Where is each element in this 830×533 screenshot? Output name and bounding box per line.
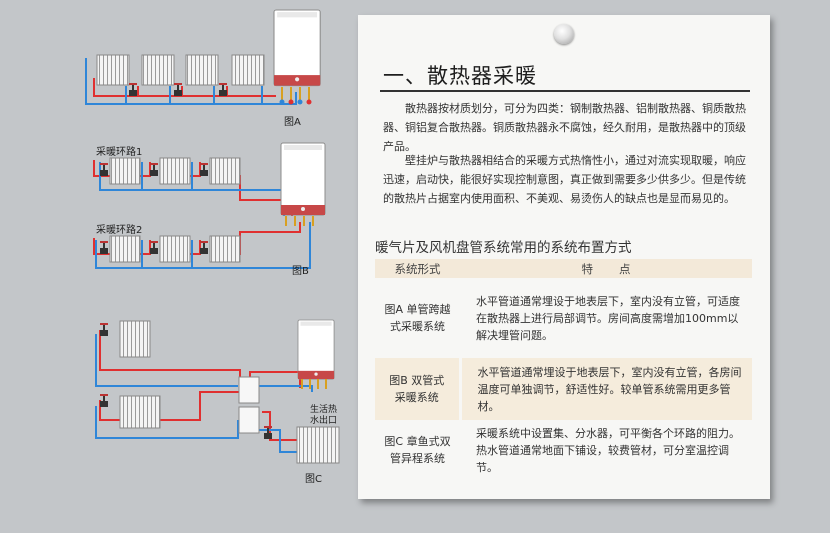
system-type-line2: 式采暖系统 bbox=[390, 320, 445, 333]
boiler-paragraph: 壁挂炉与散热器相结合的采暖方式热惰性小，通过对流实现取暖，响应迅速，启动快，能很… bbox=[383, 154, 746, 205]
system-type-line2: 采暖系统 bbox=[394, 391, 439, 404]
heating-loop-2-label: 采暖环路2 bbox=[96, 225, 143, 236]
figure-a-diagram bbox=[85, 9, 321, 105]
figure-b-diagram bbox=[93, 142, 326, 269]
system-type-line1: 图A 单管跨越 bbox=[384, 303, 451, 316]
intro-paragraph: 散热器按材质划分，可分为四类：钢制散热器、铝制散热器、铜质散热器、铜铝复合散热器… bbox=[383, 102, 746, 153]
system-type-cell: 图C 章鱼式双管异程系统 bbox=[375, 420, 460, 480]
section-subtitle: 暖气片及风机盘管系统常用的系统布置方式 bbox=[375, 240, 632, 256]
page-title: 一、散热器采暖 bbox=[383, 64, 537, 88]
pushpin-icon bbox=[554, 24, 574, 44]
schematic-drawing bbox=[85, 9, 340, 464]
feature-cell: 水平管道通常埋设于地表层下，室内没有立管，各房间温度可单独调节，舒适性好。较单管… bbox=[460, 358, 752, 420]
figure-b-label: 图B bbox=[292, 266, 309, 277]
system-type-line1: 图C 章鱼式双 bbox=[384, 435, 451, 448]
column-header-feature: 特点 bbox=[460, 259, 752, 278]
system-type-line1: 图B 双管式 bbox=[389, 374, 445, 387]
column-header-system: 系统形式 bbox=[375, 259, 460, 278]
system-type-cell: 图A 单管跨越式采暖系统 bbox=[375, 278, 460, 358]
figure-c-label: 图C bbox=[305, 474, 322, 485]
table-row: 图A 单管跨越式采暖系统 水平管道通常埋设于地表层下，室内没有立管，可适度在散热… bbox=[375, 278, 752, 358]
feature-cell: 水平管道通常埋设于地表层下，室内没有立管，可适度在散热器上进行局部调节。房间高度… bbox=[476, 294, 740, 342]
table-header-row: 系统形式 特点 bbox=[375, 259, 752, 278]
hot-water-outlet-label-line2: 水出口 bbox=[310, 416, 338, 426]
table-row: 图B 双管式采暖系统 水平管道通常埋设于地表层下，室内没有立管，各房间温度可单独… bbox=[375, 358, 752, 420]
hot-water-outlet-label-line1: 生活热 bbox=[310, 405, 338, 415]
system-type-line2: 管异程系统 bbox=[390, 452, 445, 465]
system-type-cell: 图B 双管式采暖系统 bbox=[375, 358, 462, 420]
figure-a-label: 图A bbox=[284, 117, 301, 128]
heating-loop-1-label: 采暖环路1 bbox=[96, 147, 143, 158]
table-row: 图C 章鱼式双管异程系统 采暖系统中设置集、分水器，可平衡各个环路的阻力。热水管… bbox=[375, 420, 752, 480]
figure-c-diagram bbox=[95, 319, 340, 464]
feature-cell: 采暖系统中设置集、分水器，可平衡各个环路的阻力。热水管道通常地面下铺设，较费管材… bbox=[476, 426, 740, 474]
title-underline bbox=[380, 90, 750, 92]
heating-diagrams: 图A 采暖环路1 采暖环路2 图B 生活热 水出口 图C bbox=[0, 0, 360, 529]
system-layout-table: 系统形式 特点 图A 单管跨越式采暖系统 水平管道通常埋设于地表层下，室内没有立… bbox=[375, 259, 752, 480]
